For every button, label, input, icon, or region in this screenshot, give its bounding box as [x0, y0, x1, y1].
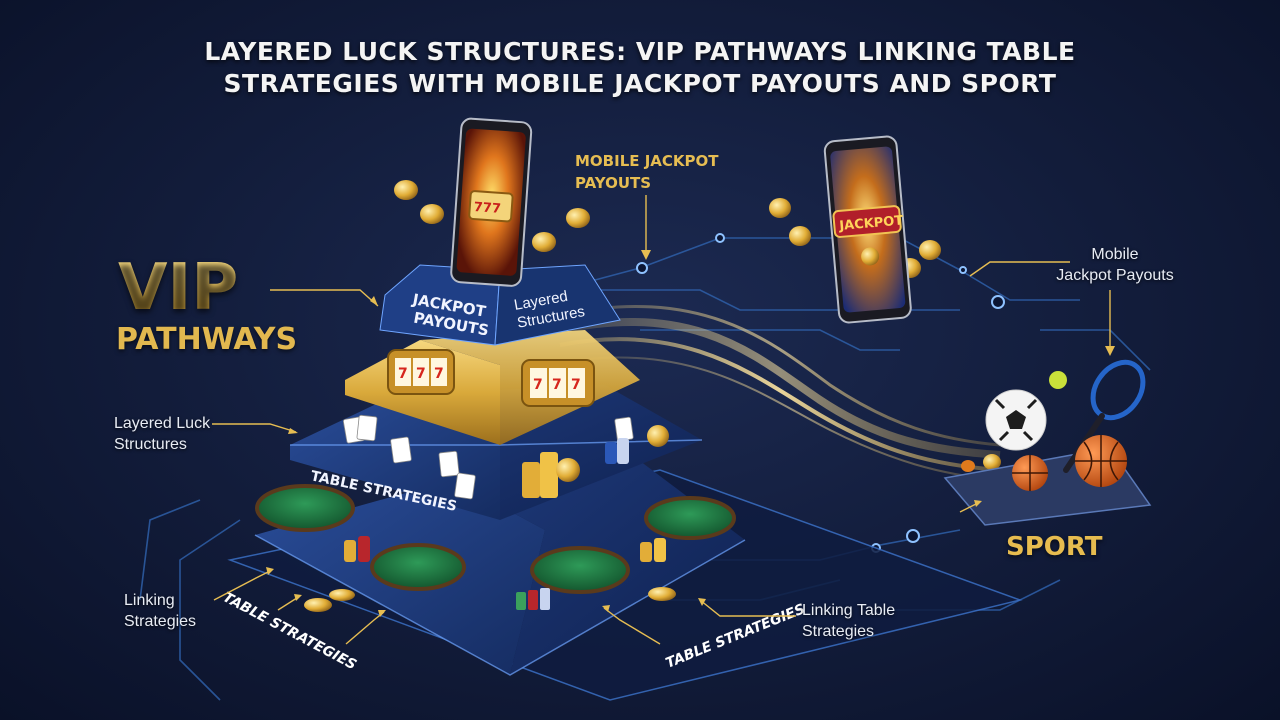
callout-line: Mobile — [1091, 246, 1139, 263]
callout-line: Jackpot Payouts — [1056, 267, 1174, 284]
svg-text:7: 7 — [416, 366, 426, 382]
callout-line: Strategies — [124, 613, 197, 630]
circuit-nodes — [636, 233, 1005, 553]
basketball-icon — [1012, 455, 1048, 491]
callout-arrowheads — [266, 250, 1115, 617]
callout-linking-right: Linking Table Strategies — [802, 600, 895, 642]
callout-leaders — [212, 195, 1111, 645]
svg-text:7: 7 — [434, 366, 444, 382]
basketball-icon — [1075, 435, 1127, 487]
golden-stream — [559, 305, 1001, 481]
vip-heading: VIP — [118, 251, 239, 325]
callout-line: Strategies — [802, 623, 875, 640]
title-line-2: STRATEGIES WITH MOBILE JACKPOT PAYOUTS A… — [223, 69, 1057, 98]
jackpot-sign: JACKPOT — [838, 213, 904, 234]
smartphone-icon: 777 — [450, 117, 533, 287]
tennis-ball-icon — [1049, 371, 1067, 389]
pyramid-top-right — [494, 264, 621, 346]
callout-mobile-jackpot-gold: MOBILE JACKPOT PAYOUTS — [575, 150, 719, 194]
callout-line: Linking — [124, 592, 175, 609]
callout-mobile-jackpot-right: Mobile Jackpot Payouts — [1040, 244, 1190, 286]
playing-cards-icon — [342, 414, 634, 500]
callout-linking-left: Linking Strategies — [124, 590, 196, 632]
callout-line: Linking Table — [802, 602, 896, 619]
callout-line: Layered Luck — [114, 415, 211, 432]
callout-line: MOBILE JACKPOT — [575, 152, 719, 170]
svg-text:7: 7 — [571, 377, 581, 393]
soccer-ball-icon — [985, 389, 1047, 451]
sport-label: SPORT — [1006, 532, 1103, 562]
callout-line: Structures — [114, 436, 187, 453]
smartphone-icon: JACKPOT — [823, 135, 912, 324]
slot-machine-icon: 7 7 7 — [387, 349, 455, 395]
svg-text:7: 7 — [552, 377, 562, 393]
svg-text:7: 7 — [398, 366, 408, 382]
gold-coin-icon — [304, 536, 676, 612]
pathways-subheading: PATHWAYS — [116, 322, 298, 357]
svg-text:777: 777 — [473, 200, 501, 217]
page-title: LAYERED LUCK STRUCTURES: VIP PATHWAYS LI… — [0, 36, 1280, 100]
poker-chips-icon — [522, 425, 669, 498]
slot-machine-icon: 7 7 7 — [521, 359, 595, 407]
svg-text:7: 7 — [533, 377, 543, 393]
callout-line: PAYOUTS — [575, 174, 652, 192]
blackjack-table-icon — [255, 484, 736, 594]
callout-layered-luck: Layered Luck Structures — [114, 413, 210, 455]
title-line-1: LAYERED LUCK STRUCTURES: VIP PATHWAYS LI… — [204, 37, 1076, 66]
